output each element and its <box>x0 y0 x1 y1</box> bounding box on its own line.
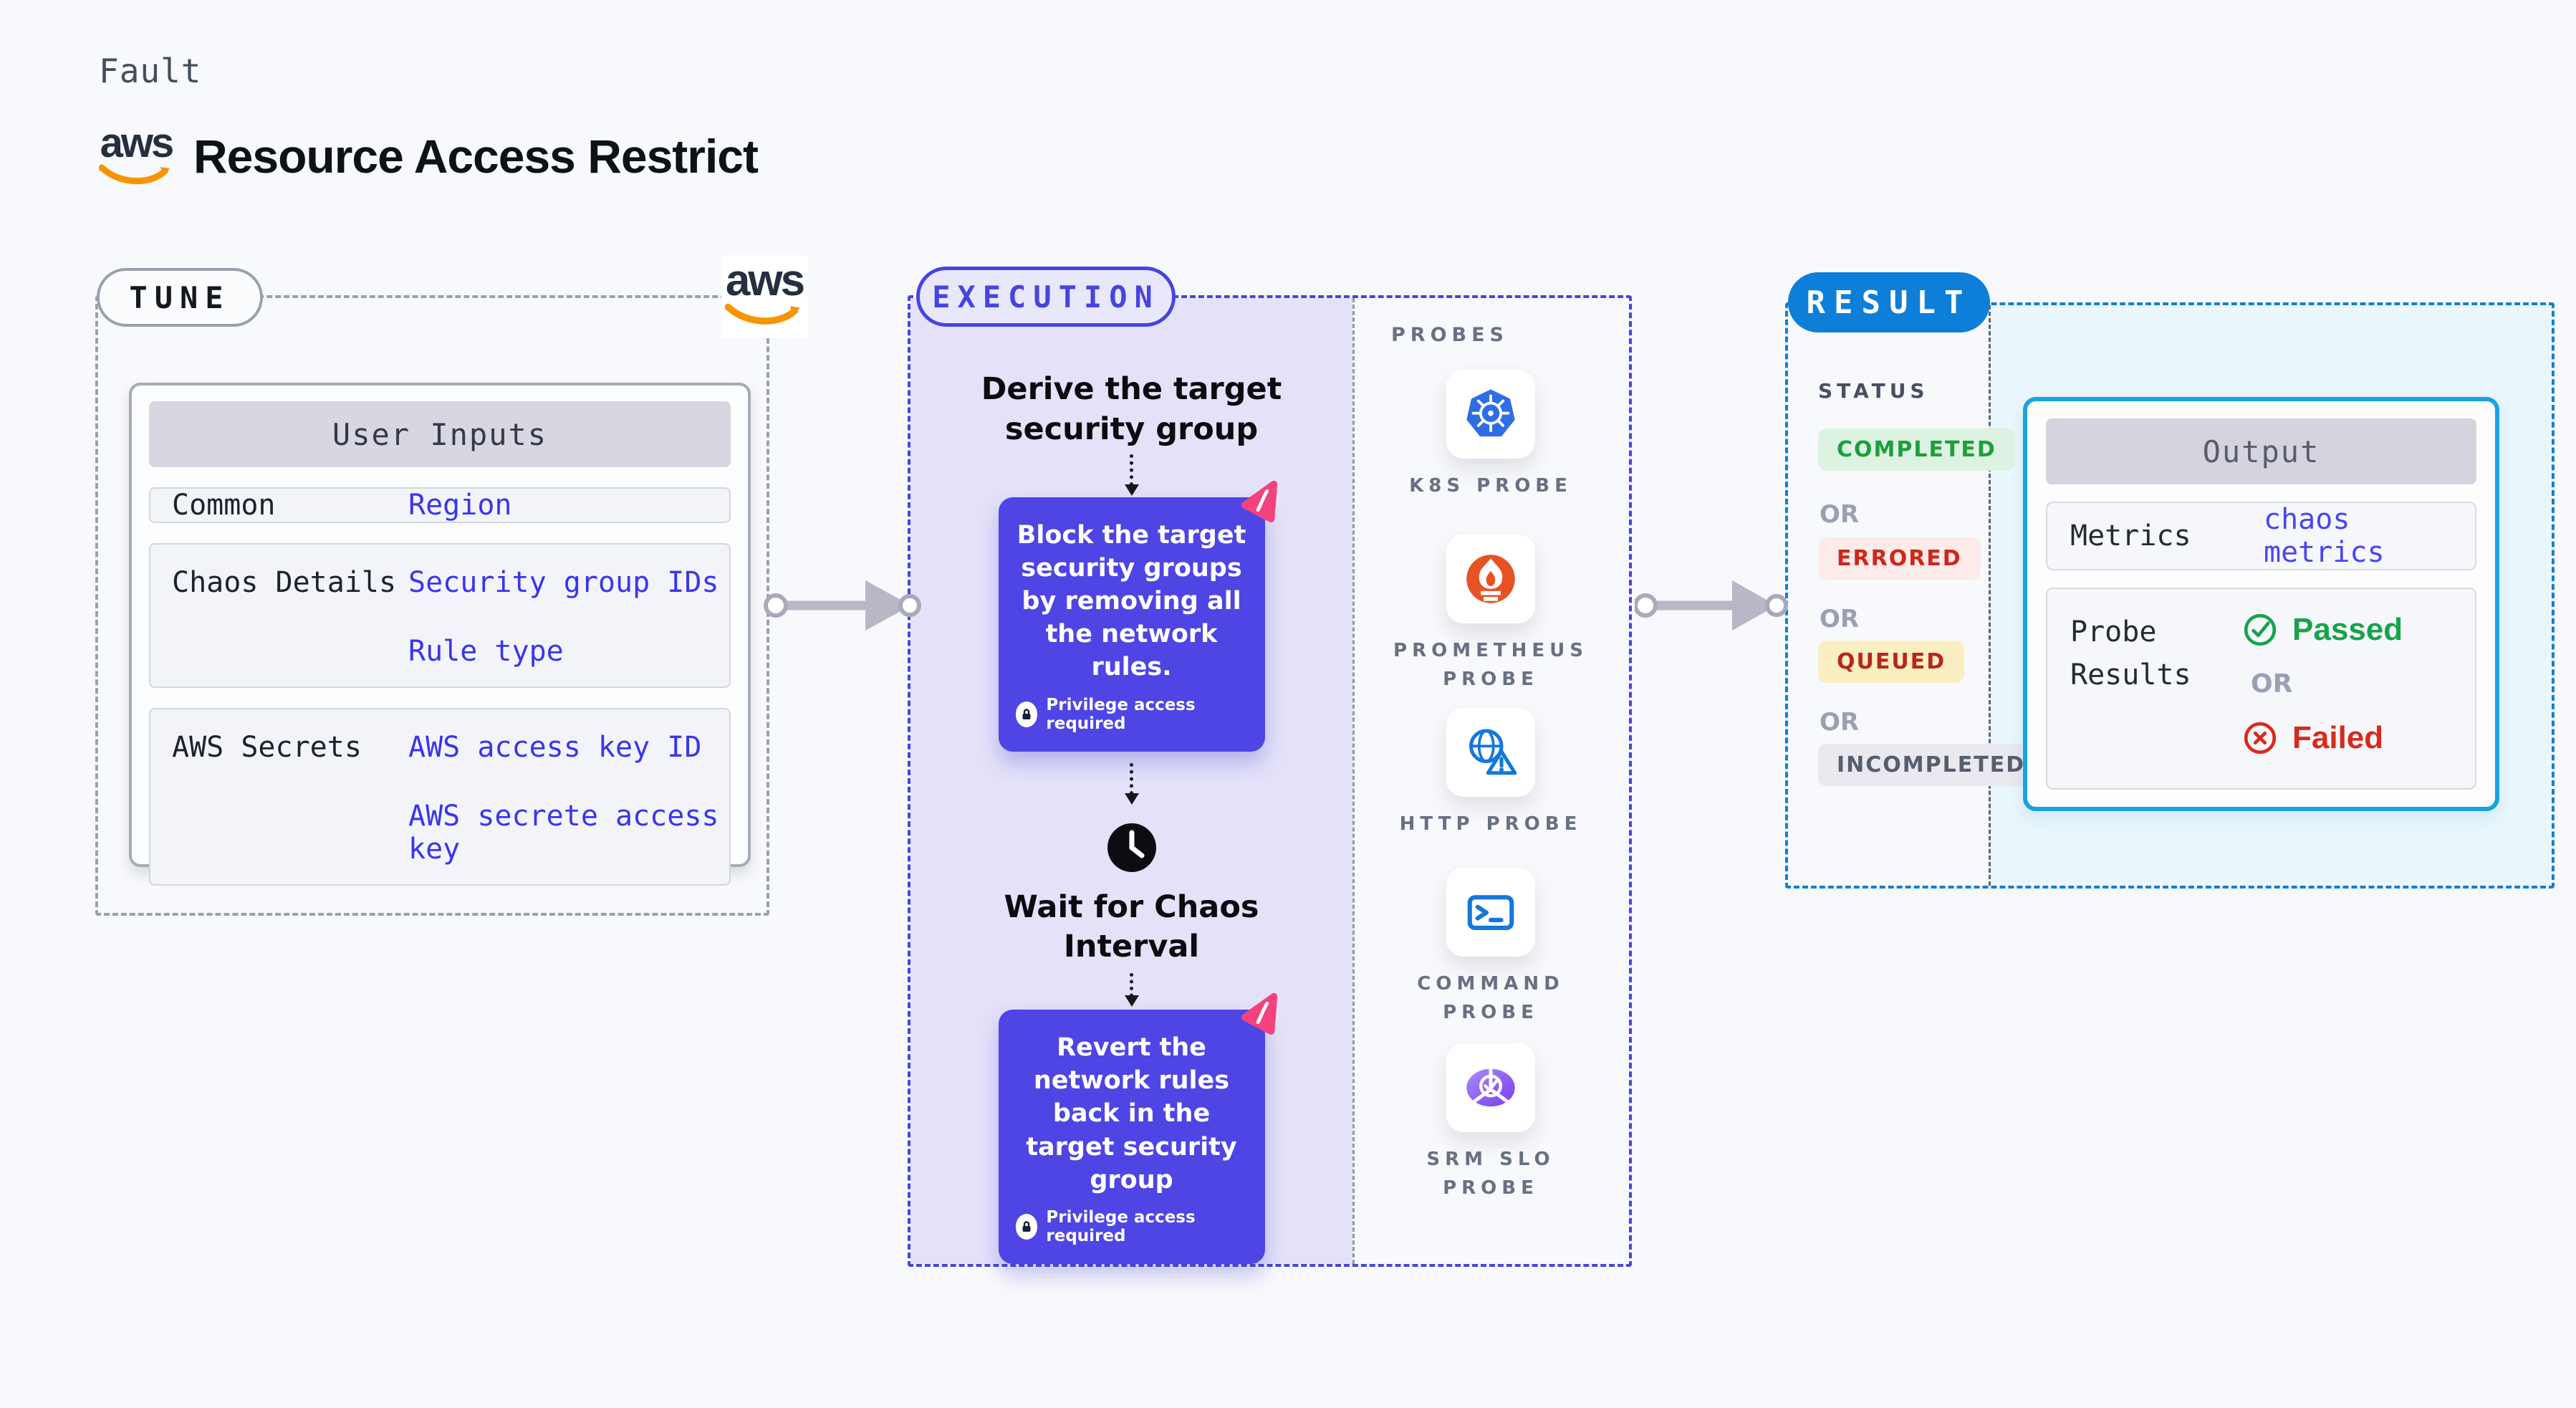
aws-logo: aws <box>99 120 175 188</box>
user-inputs-header: User Inputs <box>149 401 731 467</box>
user-input-row-aws-secrets: AWS Secrets AWS access key ID AWS secret… <box>149 708 731 886</box>
metrics-row: Metrics chaos metrics <box>2046 502 2476 570</box>
output-card: Output Metrics chaos metrics Probe Resul… <box>2023 397 2499 811</box>
row-label: Common <box>172 489 276 522</box>
lock-icon <box>1015 701 1038 727</box>
status-label: STATUS <box>1818 379 1929 403</box>
probes-column: PROBES K8S PROBE <box>1352 298 1629 1264</box>
fault-eyebrow: Fault <box>99 52 202 90</box>
revert-step-text: Revert the network rules back in the tar… <box>1026 1033 1237 1194</box>
metrics-value: chaos metrics <box>2264 503 2385 569</box>
probe-card <box>1446 535 1535 623</box>
probes-label: PROBES <box>1391 324 1509 346</box>
probe-name: SRM SLO PROBE <box>1426 1149 1555 1199</box>
probe-results-label: Probe Results <box>2070 616 2191 691</box>
metrics-label: Metrics <box>2070 519 2191 552</box>
page-header: Fault aws Resource Access Restrict <box>99 52 759 188</box>
litmus-chaos-icon <box>1241 992 1277 1035</box>
row-value: AWS access key ID <box>408 731 702 764</box>
result-section: RESULT STATUS COMPLETED OR ERRORED OR QU… <box>1785 272 2555 889</box>
aws-smile-arrow-icon <box>99 164 170 185</box>
probe-results-row: Probe Results Passed OR Faile <box>2046 588 2476 790</box>
status-badge-errored: ERRORED <box>1818 537 1981 580</box>
probe-item-http: HTTP PROBE <box>1352 708 1629 838</box>
failed-label: Failed <box>2292 720 2384 755</box>
connector-arrow-execution-to-result <box>1635 580 1788 631</box>
probes-divider <box>1352 298 1355 1264</box>
block-step-card: Block the target security groups by remo… <box>998 480 1277 752</box>
probe-card <box>1446 370 1535 459</box>
probe-item-prometheus: PROMETHEUS PROBE <box>1352 535 1629 694</box>
probe-card <box>1446 868 1535 957</box>
row-value: AWS secrete access key <box>408 800 719 866</box>
revert-step-card: Revert the network rules back in the tar… <box>998 992 1277 1265</box>
prometheus-icon <box>1466 555 1515 603</box>
litmus-chaos-icon <box>1241 480 1277 522</box>
passed-label: Passed <box>2292 612 2403 647</box>
probe-card <box>1446 1043 1535 1132</box>
probe-item-command: COMMAND PROBE <box>1352 868 1629 1028</box>
status-badge-completed: COMPLETED <box>1818 428 2015 471</box>
row-label: AWS Secrets <box>172 731 362 764</box>
probe-name: K8S PROBE <box>1409 475 1572 497</box>
probe-item-srm-slo: SRM SLO PROBE <box>1352 1043 1629 1203</box>
tune-section: TUNE aws User Inputs Common Region Chaos… <box>95 255 807 916</box>
row-value: Security group IDs <box>408 566 719 599</box>
http-globe-warning-icon <box>1469 729 1517 775</box>
status-badge-queued: QUEUED <box>1818 641 1965 683</box>
execution-section: EXECUTION Derive the target security gro… <box>908 267 1632 1267</box>
probe-name: PROMETHEUS PROBE <box>1393 640 1588 691</box>
clock-icon <box>1106 822 1158 876</box>
or-separator: OR <box>2251 669 2293 699</box>
aws-logo: aws <box>721 255 807 338</box>
status-badge-incompleted: INCOMPLETED <box>1818 744 2044 786</box>
user-inputs-card: User Inputs Common Region Chaos Details … <box>129 383 751 886</box>
probe-card <box>1446 708 1535 797</box>
tune-badge: TUNE <box>97 268 263 327</box>
srm-slo-icon <box>1466 1067 1515 1107</box>
x-circle-icon <box>2244 722 2277 755</box>
terminal-icon <box>1467 895 1514 930</box>
execution-badge: EXECUTION <box>916 267 1176 327</box>
execution-flow: Derive the target security group Block t… <box>910 298 1352 1265</box>
failed-outcome: Failed <box>2242 720 2403 756</box>
passed-outcome: Passed <box>2242 612 2403 648</box>
flow-dotted-arrow <box>1125 454 1139 496</box>
flow-dotted-arrow <box>1125 762 1139 805</box>
or-separator: OR <box>1820 500 1860 529</box>
result-divider <box>1989 305 1991 886</box>
wait-step-title: Wait for Chaos Interval <box>1004 889 1259 965</box>
privilege-label: Privilege access required <box>1046 1208 1196 1246</box>
privilege-badge: Privilege access required <box>1015 695 1248 733</box>
result-badge: RESULT <box>1788 272 1990 332</box>
output-header: Output <box>2046 418 2476 484</box>
row-value: Region <box>408 489 512 522</box>
lock-icon <box>1015 1214 1038 1240</box>
derive-step-title: Derive the target security group <box>981 371 1282 447</box>
flow-dotted-arrow <box>1125 973 1139 1007</box>
aws-logo-text: aws <box>100 120 175 166</box>
aws-smile-arrow-icon <box>725 303 800 325</box>
privilege-label: Privilege access required <box>1046 695 1196 733</box>
page-title: Resource Access Restrict <box>193 130 759 183</box>
row-value: Rule type <box>408 635 564 668</box>
probe-name: COMMAND PROBE <box>1417 973 1565 1024</box>
probe-name: HTTP PROBE <box>1399 813 1582 835</box>
privilege-badge: Privilege access required <box>1015 1208 1248 1246</box>
check-circle-icon <box>2244 613 2277 646</box>
row-label: Chaos Details <box>172 566 397 599</box>
aws-logo-text: aws <box>725 256 805 305</box>
user-input-row-chaos-details: Chaos Details Security group IDs Rule ty… <box>149 543 731 688</box>
kubernetes-icon <box>1466 389 1515 437</box>
or-separator: OR <box>1820 708 1860 737</box>
probe-item-k8s: K8S PROBE <box>1352 370 1629 500</box>
user-input-row-common: Common Region <box>149 487 731 523</box>
or-separator: OR <box>1820 605 1860 633</box>
connector-arrow-tune-to-execution <box>764 580 921 631</box>
block-step-text: Block the target security groups by remo… <box>1017 520 1246 682</box>
